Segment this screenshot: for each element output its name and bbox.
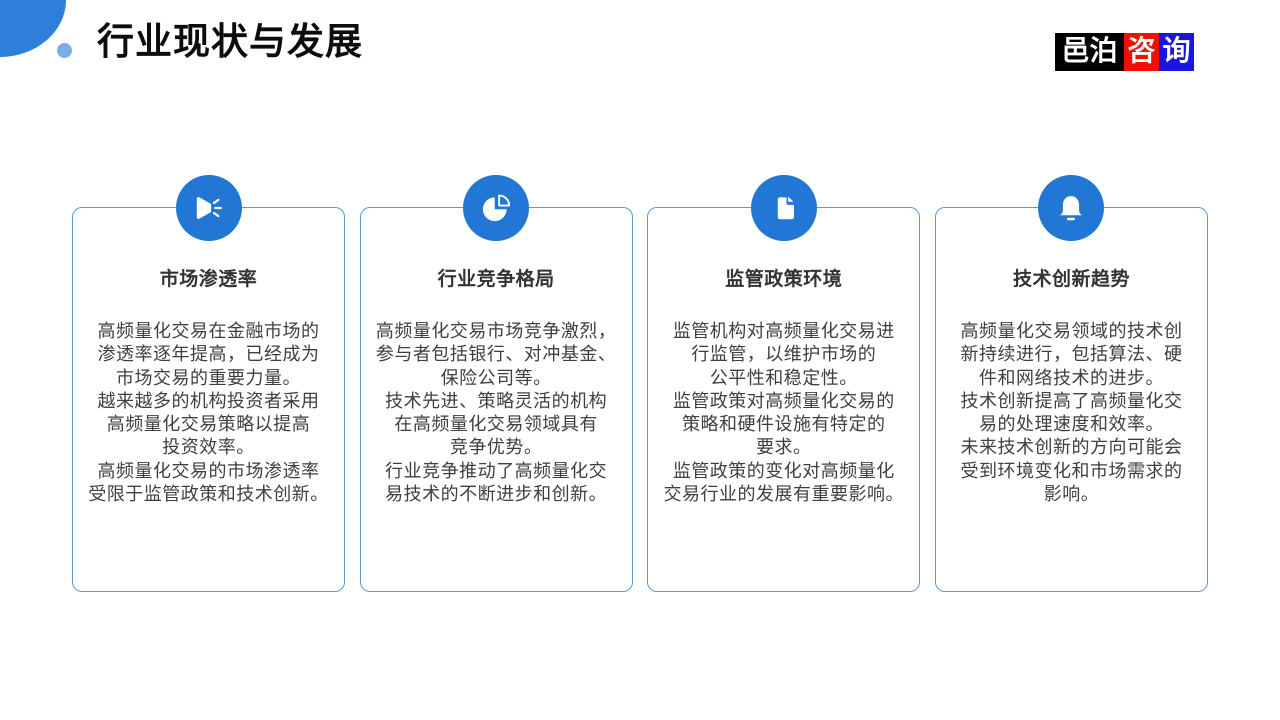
card-body-line: 高频量化交易领域的技术创 xyxy=(960,321,1183,341)
card-body-line: 未来技术创新的方向可能会 xyxy=(960,437,1183,458)
card-body-line: 影响。 xyxy=(1043,484,1100,505)
card-icon-circle xyxy=(463,175,530,241)
card-industry-competition: 行业竞争格局 高频量化交易市场竞争激烈， 参与者包括银行、对冲基金、保险公司等。技… xyxy=(359,175,633,592)
card-body-line: 行监管，以维护市场的 xyxy=(691,344,877,365)
card-title: 技术创新趋势 xyxy=(1012,269,1130,290)
page-title: 行业现状与发展 xyxy=(97,21,363,62)
card-body-line: 越来越多的机构投资者采用 xyxy=(97,390,320,411)
brand-logo: 邑泊 咨 询 xyxy=(1055,33,1194,71)
card-body-line: 在高频量化交易领域具有 xyxy=(394,414,598,435)
speaker-icon xyxy=(196,197,222,219)
card-body-line: 新持续进行，包括算法、硬 xyxy=(960,344,1183,365)
card-body-line: 高频量化交易策略以提高 xyxy=(106,414,311,435)
bell-icon xyxy=(1060,196,1083,221)
card-body-line: 易的处理速度和效率。 xyxy=(978,414,1164,435)
card-body-line: 技术创新提高了高频量化交 xyxy=(960,390,1183,411)
card-body-line: 高频量化交易的市场渗透率 xyxy=(97,460,320,481)
card-body-line: 易技术的不断进步和创新。 xyxy=(385,484,608,505)
card-tech-innovation: 技术创新趋势 高频量化交易领域的技术创新持续进行，包括算法、硬件和网络技术的进步… xyxy=(934,175,1208,592)
card-body: 高频量化交易在金融市场的渗透率逐年提高，已经成为市场交易的重要力量。越来越多的机… xyxy=(73,320,344,506)
card-body-line: 高频量化交易市场竞争激烈， xyxy=(375,321,617,341)
card-body-line: 行业竞争推动了高频量化交 xyxy=(385,460,608,481)
card-title: 市场渗透率 xyxy=(159,269,258,290)
card-body-line: 保险公司等。 xyxy=(440,367,552,388)
card-body-line: 渗透率逐年提高，已经成为 xyxy=(97,344,320,365)
cards-row: 市场渗透率 高频量化交易在金融市场的渗透率逐年提高，已经成为市场交易的重要力量。… xyxy=(72,175,1208,592)
logo-segment-blue: 询 xyxy=(1159,33,1194,71)
card-body-line: 高频量化交易在金融市场的 xyxy=(97,321,320,341)
card-body: 高频量化交易领域的技术创新持续进行，包括算法、硬件和网络技术的进步。技术创新提高… xyxy=(936,320,1207,506)
card-market-penetration: 市场渗透率 高频量化交易在金融市场的渗透率逐年提高，已经成为市场交易的重要力量。… xyxy=(72,175,345,592)
card-body-line: 参与者包括银行、对冲基金、 xyxy=(375,344,617,365)
card-body-line: 技术先进、策略灵活的机构 xyxy=(385,390,608,411)
logo-segment-red: 咨 xyxy=(1124,33,1159,71)
card-icon-circle xyxy=(175,175,242,241)
title-bullet-dot xyxy=(57,43,72,58)
card-icon-circle xyxy=(1038,175,1105,241)
card-body-line: 公平性和稳定性。 xyxy=(709,367,858,388)
card-body-line: 监管政策对高频量化交易的 xyxy=(672,390,895,411)
card-body-line: 件和网络技术的进步。 xyxy=(978,367,1164,388)
logo-segment-black: 邑泊 xyxy=(1055,33,1124,71)
card-body-line: 市场交易的重要力量。 xyxy=(116,367,301,388)
card-body-line: 竞争优势。 xyxy=(449,437,543,458)
card-title: 行业竞争格局 xyxy=(437,269,555,290)
card-body-line: 监管政策的变化对高频量化 xyxy=(672,460,895,481)
card-title: 监管政策环境 xyxy=(725,269,843,290)
card-regulatory-policy: 监管政策环境 监管机构对高频量化交易进行监管，以维护市场的公平性和稳定性。监管政… xyxy=(647,175,921,592)
card-body: 高频量化交易市场竞争激烈， 参与者包括银行、对冲基金、保险公司等。技术先进、策略灵… xyxy=(361,320,632,506)
card-body-line: 受到环境变化和市场需求的 xyxy=(960,460,1183,481)
card-body-line: 要求。 xyxy=(756,437,812,458)
card-body: 监管机构对高频量化交易进行监管，以维护市场的公平性和稳定性。监管政策对高频量化交… xyxy=(648,320,919,506)
card-body-line: 投资效率。 xyxy=(162,437,255,458)
card-body-line: 策略和硬件设施有特定的 xyxy=(682,414,886,435)
card-body-line: 监管机构对高频量化交易进 xyxy=(672,321,895,341)
card-body-line: 受限于监管政策和技术创新。 xyxy=(88,484,329,505)
card-icon-circle xyxy=(750,175,817,241)
document-icon xyxy=(777,196,794,220)
pie-chart-icon xyxy=(483,194,511,222)
card-body-line: 交易行业的发展有重要影响。 xyxy=(663,484,905,505)
